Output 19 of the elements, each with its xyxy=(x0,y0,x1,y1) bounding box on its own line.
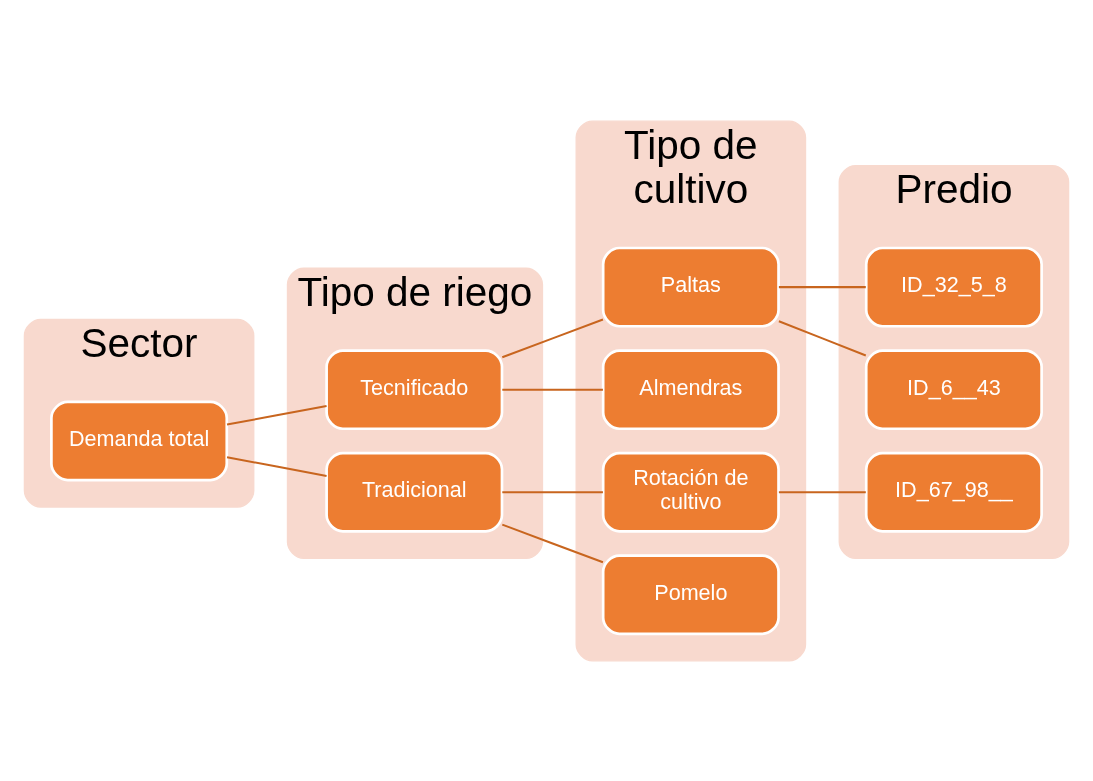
node-box: Tecnificado xyxy=(325,348,504,430)
node-box: Tradicional xyxy=(325,451,504,533)
node-box: ID_67_98__ xyxy=(864,451,1043,533)
connector xyxy=(778,285,866,288)
node-box: Demanda total xyxy=(50,399,229,481)
node-box: Paltas xyxy=(601,246,780,328)
connector xyxy=(778,319,867,356)
node-box: ID_6__43 xyxy=(864,348,1043,430)
node-box: Pomelo xyxy=(601,553,780,635)
connector xyxy=(778,490,866,493)
connector xyxy=(502,388,603,391)
node-box: Almendras xyxy=(601,348,780,430)
node-box: ID_32_5_8 xyxy=(864,246,1043,328)
connector xyxy=(501,318,604,358)
node-box: Rotación de cultivo xyxy=(601,451,780,533)
connector xyxy=(226,455,327,477)
connector xyxy=(502,490,603,493)
connector xyxy=(226,404,327,426)
connector xyxy=(501,523,604,563)
